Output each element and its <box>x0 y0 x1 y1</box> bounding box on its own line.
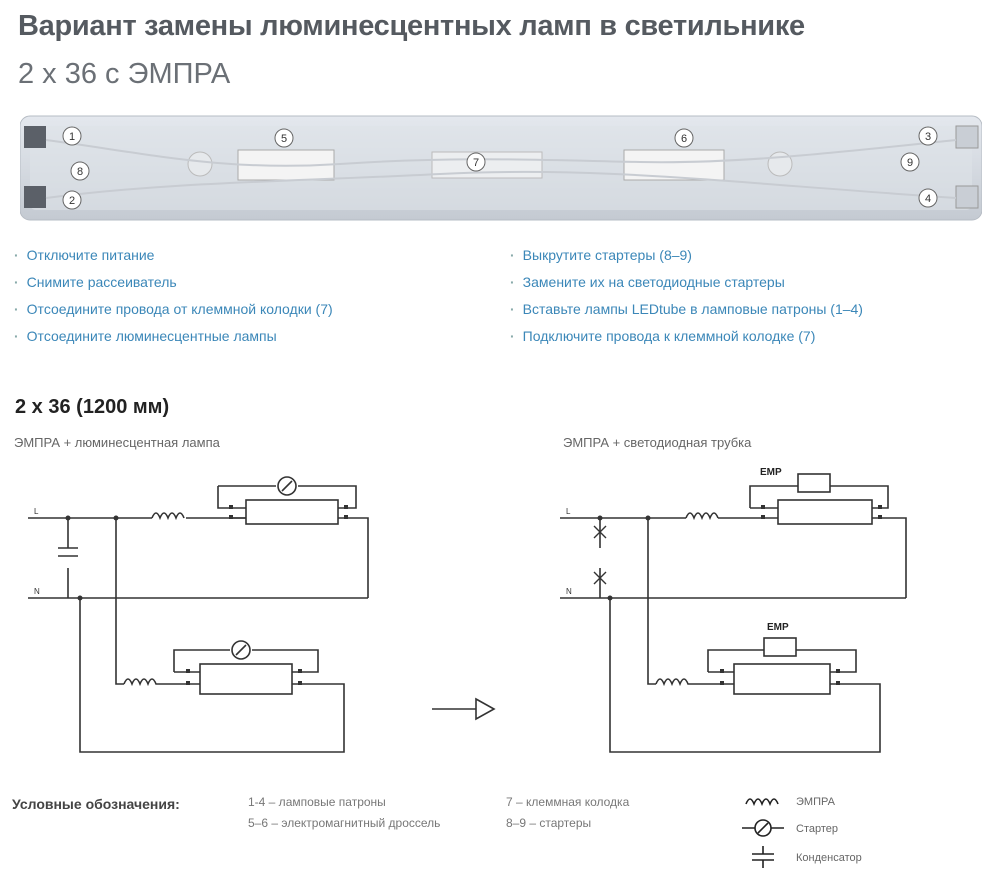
section-title: 2 х 36 (1200 мм) <box>15 396 170 418</box>
legend-symbol-label: ЭМПРА <box>796 796 836 808</box>
legend-item: 7 – клеммная колодка <box>506 795 630 809</box>
step-item: Отключите питание <box>14 246 333 273</box>
marker-2: 2 <box>69 195 75 207</box>
marker-8: 8 <box>77 166 83 178</box>
choke-symbol-icon <box>745 798 779 807</box>
legend-symbol-label: Конденсатор <box>796 852 862 864</box>
page-subtitle: 2 х 36 с ЭМПРА <box>18 58 231 90</box>
diagram-left-caption: ЭМПРА + люминесцентная лампа <box>14 435 220 450</box>
legend-item: 8–9 – стартеры <box>506 816 592 830</box>
marker-3: 3 <box>925 131 931 143</box>
marker-1: 1 <box>69 131 75 143</box>
step-item: Вставьте лампы LEDtube в ламповые патрон… <box>510 300 863 327</box>
marker-4: 4 <box>925 193 931 205</box>
marker-6: 6 <box>681 133 687 145</box>
legend-symbol-label: Стартер <box>796 823 838 835</box>
legend-item: 1-4 – ламповые патроны <box>248 795 386 809</box>
marker-5: 5 <box>281 133 287 145</box>
step-item: Отсоедините провода от клеммной колодки … <box>14 300 333 327</box>
line-l-label-left: L <box>34 507 39 516</box>
legend-item: 5–6 – электромагнитный дроссель <box>248 816 441 830</box>
luminaire-photo: 1 2 3 4 5 6 7 8 9 <box>20 115 982 221</box>
line-n-label-right: N <box>566 587 572 596</box>
emp-label-top: EMP <box>760 467 782 478</box>
marker-9: 9 <box>907 157 913 169</box>
emp-label-bottom: EMP <box>767 622 789 633</box>
steps-list-left: Отключите питание Снимите рассеиватель О… <box>14 246 333 354</box>
diagram-right-caption: ЭМПРА + светодиодная трубка <box>563 435 752 450</box>
step-item: Выкрутите стартеры (8–9) <box>510 246 863 273</box>
line-l-label-right: L <box>566 507 571 516</box>
step-item: Снимите рассеиватель <box>14 273 333 300</box>
legend-title: Условные обозначения: <box>12 796 180 812</box>
marker-7: 7 <box>473 157 479 169</box>
wiring-schematics: L N L N EMP EMP <box>28 467 907 753</box>
legend-symbols: ЭМПРА Стартер Конденсатор <box>742 796 862 868</box>
capacitor-symbol-icon <box>752 846 774 868</box>
line-n-label-left: N <box>34 587 40 596</box>
page-title: Вариант замены люминесцентных ламп в све… <box>18 10 805 42</box>
step-item: Отсоедините люминесцентные лампы <box>14 327 333 354</box>
steps-list-right: Выкрутите стартеры (8–9) Замените их на … <box>510 246 863 354</box>
step-item: Замените их на светодиодные стартеры <box>510 273 863 300</box>
step-item: Подключите провода к клеммной колодке (7… <box>510 327 863 354</box>
